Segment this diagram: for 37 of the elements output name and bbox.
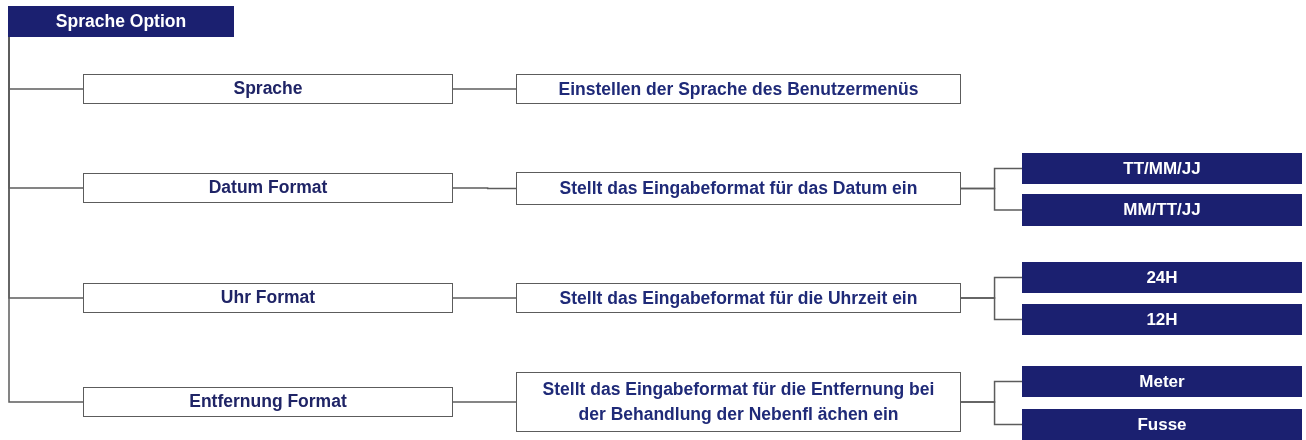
description-box bbox=[516, 372, 961, 432]
category-box bbox=[83, 173, 453, 203]
option-label: MM/TT/JJ bbox=[1123, 199, 1201, 221]
description-box bbox=[516, 74, 961, 104]
connector-line bbox=[452, 297, 517, 299]
connector-line bbox=[960, 297, 1023, 321]
option-bar bbox=[1022, 409, 1302, 440]
description-text: Stellt das Eingabeformat für die Uhrzeit ein bbox=[559, 286, 918, 310]
category-label: Uhr Format bbox=[220, 287, 316, 309]
description-text: Stellt das Eingabeformat für das Datum ein bbox=[559, 177, 918, 201]
option-bar bbox=[1022, 194, 1302, 226]
option-label: TT/MM/JJ bbox=[1123, 157, 1201, 180]
connector-line bbox=[960, 187, 1023, 211]
header-bar bbox=[8, 6, 234, 37]
description-box bbox=[516, 172, 961, 205]
category-label: Sprache bbox=[233, 78, 303, 100]
option-label: 12H bbox=[1146, 308, 1178, 331]
category-box bbox=[83, 283, 453, 313]
connector-line bbox=[452, 187, 517, 190]
category-box bbox=[83, 74, 453, 104]
category-label: Datum Format bbox=[208, 177, 328, 199]
connector-line bbox=[960, 401, 1023, 426]
option-bar bbox=[1022, 153, 1302, 184]
option-bar bbox=[1022, 366, 1302, 397]
connector-line bbox=[452, 88, 517, 90]
option-bar bbox=[1022, 262, 1302, 293]
description-box bbox=[516, 283, 961, 313]
option-bar bbox=[1022, 304, 1302, 335]
header-label: Sprache Option bbox=[55, 10, 187, 33]
category-label: Entfernung Format bbox=[189, 391, 347, 413]
option-label: 24H bbox=[1146, 266, 1178, 289]
description-text: Stellt das Eingabeformat für die Entfernung bei der Behandlung der Nebenfl ächen ein bbox=[541, 378, 936, 426]
description-text: Einstellen der Sprache des Benutzermenüs bbox=[558, 77, 919, 101]
option-label: Meter bbox=[1139, 370, 1185, 393]
option-label: Fusse bbox=[1137, 413, 1187, 436]
category-box bbox=[83, 387, 453, 417]
connector-line bbox=[452, 401, 517, 403]
